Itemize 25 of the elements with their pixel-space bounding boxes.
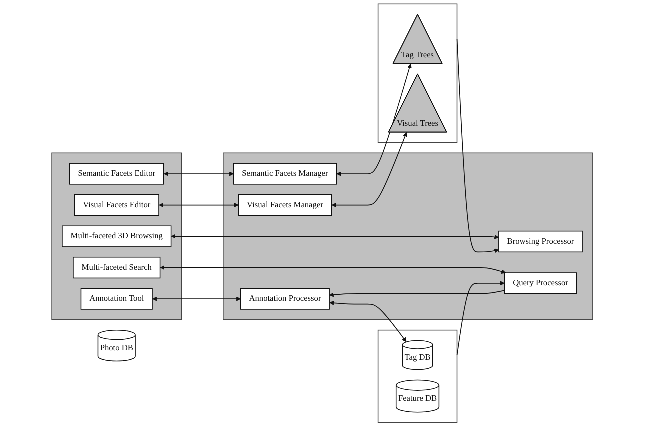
arrow xyxy=(456,281,505,356)
arrow xyxy=(152,296,242,302)
node-box: Browsing Processor xyxy=(498,230,583,253)
cluster xyxy=(378,4,458,144)
node-box: Semantic Facets Manager xyxy=(233,163,337,185)
node-box: Multi-faceted 3D Browsing xyxy=(62,226,172,248)
arrow xyxy=(159,202,239,208)
arrow xyxy=(336,64,412,176)
cluster xyxy=(52,152,182,320)
node-box: Visual Facets Editor xyxy=(74,194,160,216)
node-box: Annotation Processor xyxy=(240,288,330,310)
arrow xyxy=(330,300,407,342)
cluster xyxy=(378,330,458,424)
node-box: Annotation Tool xyxy=(80,288,153,310)
arrow xyxy=(164,172,234,176)
node-box: Query Processor xyxy=(504,272,578,294)
arrow xyxy=(171,234,500,240)
arrow xyxy=(456,38,500,254)
node-box: Semantic Facets Editor xyxy=(69,163,164,185)
arrow xyxy=(329,290,506,298)
arrow xyxy=(160,266,506,274)
arrow xyxy=(332,132,408,208)
cluster xyxy=(223,152,594,320)
node-box: Visual Facets Manager xyxy=(238,194,332,216)
node-box: Multi-faceted Search xyxy=(73,257,161,279)
